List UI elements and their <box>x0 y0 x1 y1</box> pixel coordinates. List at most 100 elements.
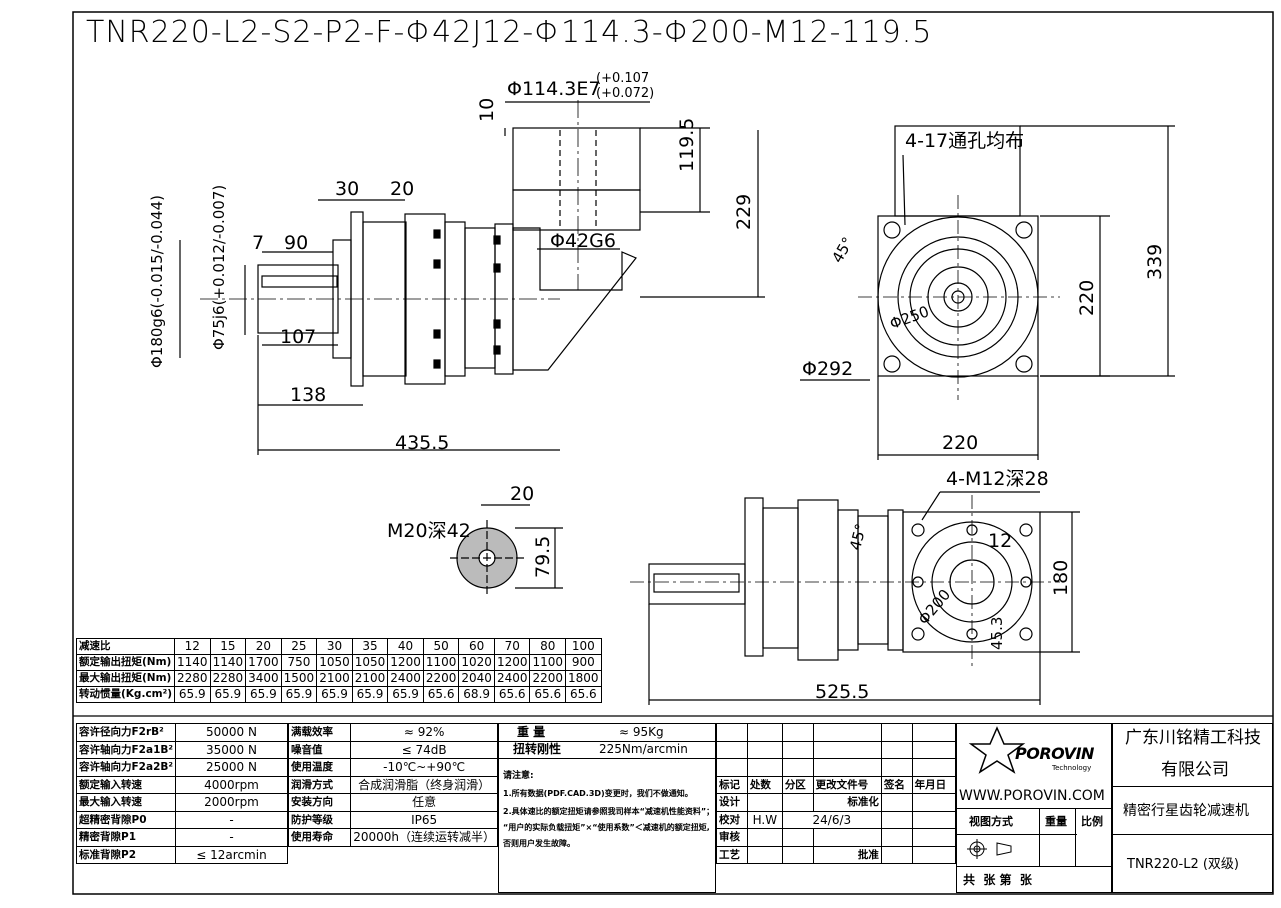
ratio-cell: 2200 <box>529 670 567 687</box>
spec-label: 噪音值 <box>287 740 352 759</box>
ratio-cell: 2280 <box>174 670 211 687</box>
view-method-label: 视图方式 <box>969 815 1013 828</box>
spec-value: 合成润滑脂（终身润滑） <box>350 775 498 794</box>
check-date: 24/6/3 <box>781 810 882 829</box>
ratio-cell: 2280 <box>209 670 247 687</box>
ratio-cell: 2200 <box>422 670 460 687</box>
spec-value: IP65 <box>350 810 498 829</box>
website: WWW.POROVIN.COM <box>959 788 1105 804</box>
spec-label: 超精密背隙P0 <box>76 810 176 829</box>
weight-value: ≈ 95Kg <box>619 725 664 739</box>
front-view <box>179 100 765 455</box>
dim-525-5: 525.5 <box>815 681 870 703</box>
ratio-cell: 40 <box>387 638 424 655</box>
design-label: 设计 <box>716 793 748 812</box>
ratio-cell: 1800 <box>565 670 602 687</box>
spec-value: 25000 N <box>174 758 289 777</box>
company-block: 广东川铭精工科技 有限公司 精密行星齿轮减速机 TNR220-L2 (双级) <box>1112 723 1273 893</box>
ratio-cell: 60 <box>458 638 495 655</box>
ratio-cell: 2400 <box>387 670 424 687</box>
spec-label: 额定输入转速 <box>76 775 176 794</box>
company-name-line2: 有限公司 <box>1161 760 1229 780</box>
spec-value: 35000 N <box>174 740 289 759</box>
ratio-cell: 30 <box>316 638 353 655</box>
spec-row: 噪音值≤ 74dB <box>287 740 498 759</box>
bore-tol-upper: (+0.107 <box>596 71 650 86</box>
spec-row: 标准背隙P2≤ 12arcmin <box>76 845 289 864</box>
ratio-cell: 1700 <box>245 654 282 671</box>
product-name: 精密行星齿轮减速机 <box>1123 803 1249 819</box>
ratio-cell: 750 <box>280 654 318 671</box>
scale-col-label: 比例 <box>1081 815 1103 828</box>
notes-block: 重 量 ≈ 95Kg 扭转刚性 225Nm/arcmin 请注意: 1.所有数据… <box>498 723 716 893</box>
ratio-cell: 80 <box>529 638 567 655</box>
spec-label: 容许轴向力F2a1B² <box>76 740 176 759</box>
spec-value: ≈ 92% <box>350 723 498 742</box>
ratio-cell: 12 <box>174 638 211 655</box>
holes-top-label: 4-17通孔均布 <box>905 130 1025 152</box>
spec-value: 4000rpm <box>174 775 289 794</box>
ratio-cell: 25 <box>280 638 318 655</box>
spec-label: 标准背隙P2 <box>76 845 176 864</box>
dim-7: 7 <box>252 232 265 254</box>
dim-30: 30 <box>335 178 360 200</box>
note-line-3: “用户的实际负载扭矩”×“使用系数”＜减速机的额定扭矩, <box>503 823 710 832</box>
ratio-cell: 65.9 <box>387 686 424 703</box>
weight-row: 重 量 ≈ 95Kg <box>499 724 715 742</box>
spec-label: 满载效率 <box>287 723 352 742</box>
stiffness-row: 扭转刚性 225Nm/arcmin <box>499 741 715 759</box>
ratio-cell: 65.9 <box>351 686 389 703</box>
spec-value: - <box>174 810 289 829</box>
spec-row: 使用温度-10℃~+90℃ <box>287 758 498 777</box>
dim-10: 10 <box>476 97 498 122</box>
dim-220-vertical: 220 <box>1076 279 1098 316</box>
review-label: 审核 <box>716 828 748 847</box>
spec-label: 精密背隙P1 <box>76 828 176 847</box>
ratio-cell: 100 <box>565 638 602 655</box>
logo-subtext: Technology <box>1052 764 1092 772</box>
ratio-cell: 65.6 <box>493 686 531 703</box>
standard-label: 标准化 <box>812 793 882 812</box>
ratio-cell: 1020 <box>458 654 495 671</box>
spec-value: 50000 N <box>174 723 289 742</box>
shaft-section-view <box>450 504 563 595</box>
revision-grid: 标记 处数 分区 更改文件号 签名 年月日 设计 标准化 校对 H.W 24/6… <box>716 723 957 864</box>
ratio-cell: 1140 <box>209 654 247 671</box>
ratio-cell: 20 <box>245 638 282 655</box>
thread-m12-label: 4-M12深28 <box>946 468 1049 490</box>
drawing-title: TNR220-L2-S2-P2-F-Φ42J12-Φ114.3-Φ200-M12… <box>86 15 933 50</box>
ratio-cell: 65.9 <box>316 686 353 703</box>
check-label: 校对 <box>716 810 748 829</box>
spec-row: 满载效率≈ 92% <box>287 723 498 742</box>
ratio-cell: 68.9 <box>458 686 495 703</box>
dim-180: 180 <box>1050 559 1072 596</box>
dim-20b: 20 <box>510 483 535 505</box>
ratio-cell: 50 <box>422 638 460 655</box>
ratio-row-label: 减速比 <box>75 638 176 655</box>
dim-90: 90 <box>284 232 309 254</box>
ratio-cell: 35 <box>351 638 389 655</box>
spec-value: 2000rpm <box>174 793 289 812</box>
dim-229: 229 <box>733 193 755 230</box>
spec-value: - <box>174 828 289 847</box>
stiffness-value: 225Nm/arcmin <box>599 742 688 756</box>
dim-107: 107 <box>280 326 317 348</box>
projection-symbol-icon <box>967 839 1012 859</box>
ratio-cell: 65.9 <box>174 686 211 703</box>
sheet-frame <box>72 11 1274 895</box>
bore-phi42-label: Φ42G6 <box>550 230 616 252</box>
col-count: 处数 <box>746 775 783 794</box>
dim-435-5: 435.5 <box>395 432 450 454</box>
ratio-cell: 1100 <box>422 654 460 671</box>
notes-title: 请注意: <box>503 771 534 781</box>
dim-20a: 20 <box>390 178 415 200</box>
